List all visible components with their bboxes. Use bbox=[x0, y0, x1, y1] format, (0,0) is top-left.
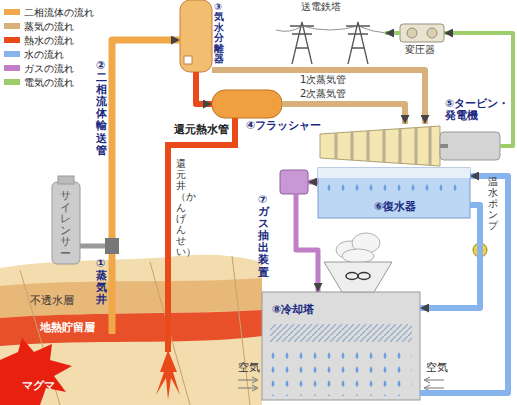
ground bbox=[0, 255, 262, 405]
legend-swatch bbox=[4, 51, 20, 57]
layer-label: 不透水層 bbox=[30, 295, 74, 308]
gas-extractor-label: ⑦ガス抽出装置 bbox=[280, 170, 308, 194]
legend-swatch bbox=[4, 79, 20, 85]
magma-label: マグマ bbox=[22, 380, 55, 393]
legend-entry: 水の流れ bbox=[4, 48, 96, 61]
condenser bbox=[318, 168, 470, 218]
well-pipe bbox=[109, 254, 116, 334]
well-label: 還元井（かんげんせい） bbox=[176, 158, 186, 257]
legend-text: 二相流体の流れ bbox=[24, 6, 94, 20]
pipe-connector bbox=[196, 72, 212, 104]
legend-text: 熱水の流れ bbox=[24, 34, 74, 48]
legend-swatch bbox=[4, 65, 20, 71]
pipe-label: 2次蒸気管 bbox=[300, 88, 346, 100]
legend-entry: 二相流体の流れ bbox=[4, 6, 96, 19]
pipe-connector bbox=[112, 40, 180, 238]
silencer bbox=[52, 176, 108, 264]
pipe-label: 還元熱水管 bbox=[174, 124, 229, 137]
pipe-connector bbox=[308, 180, 318, 185]
pipe-connector bbox=[420, 205, 480, 308]
air-label: 空気 bbox=[426, 362, 448, 375]
legend-entry: ガスの流れ bbox=[4, 62, 96, 75]
node-label: ④フラッシャー bbox=[246, 120, 321, 133]
flasher bbox=[212, 90, 282, 118]
node-label: 変圧器 bbox=[405, 44, 435, 56]
node-label: ⑥復水器 bbox=[374, 201, 416, 214]
pylons bbox=[276, 22, 386, 64]
pipe-label: 1次蒸気管 bbox=[300, 74, 346, 86]
separator bbox=[180, 0, 212, 72]
pylon-label: 送電鉄塔 bbox=[275, 14, 385, 64]
node-label: 送電鉄塔 bbox=[301, 1, 341, 13]
pipe-connector bbox=[296, 194, 318, 292]
legend-swatch bbox=[4, 23, 20, 29]
turbine-generator-label: ⑤タービン・発電機 bbox=[318, 124, 500, 166]
legend-swatch bbox=[4, 37, 20, 43]
pipe-connector bbox=[385, 31, 400, 35]
node-label: ⑦ガス抽出装置 bbox=[258, 194, 269, 279]
pipe-connector bbox=[420, 176, 508, 393]
pipe-label: ②二相流体輸送管 bbox=[96, 60, 107, 157]
magma bbox=[0, 338, 72, 405]
legend-entry: 電気の流れ bbox=[4, 76, 96, 89]
gas-extractor bbox=[280, 170, 308, 194]
layer-label: 地熱貯留層 bbox=[40, 322, 95, 335]
air-label: 空気 bbox=[238, 362, 260, 375]
legend-text: 蒸気の流れ bbox=[24, 20, 74, 34]
flasher-label: ④フラッシャー bbox=[212, 90, 282, 118]
separator-label: ③気水分離器 bbox=[180, 0, 212, 72]
steam-well: ①蒸気井 bbox=[105, 238, 119, 254]
well-valve bbox=[105, 238, 119, 254]
cooling-tower-label: ⑧冷却塔 bbox=[262, 292, 420, 400]
node-label: ③気水分離器 bbox=[214, 2, 224, 65]
node-label: ①蒸気井 bbox=[96, 258, 107, 306]
legend-text: 水の流れ bbox=[24, 48, 64, 62]
legend-entry: 熱水の流れ bbox=[4, 34, 96, 47]
legend-swatch bbox=[4, 9, 20, 15]
condenser-label: ⑥復水器 bbox=[318, 168, 470, 218]
pipe-connector bbox=[444, 33, 513, 146]
silencer-label: サイレンサー bbox=[60, 190, 71, 259]
pump-label: 温水ポンプ bbox=[488, 176, 498, 231]
transformer bbox=[400, 24, 444, 42]
legend-entry: 蒸気の流れ bbox=[4, 20, 96, 33]
turbine-generator bbox=[320, 126, 500, 166]
node-label: ⑤タービン・発電機 bbox=[445, 97, 509, 121]
legend-text: 電気の流れ bbox=[24, 76, 74, 90]
node-label: ⑧冷却塔 bbox=[272, 304, 314, 317]
reinjection-pipe bbox=[156, 118, 235, 400]
legend-text: ガスの流れ bbox=[24, 62, 74, 76]
pipe-connector bbox=[212, 70, 425, 124]
transformer-label: 変圧器 bbox=[400, 24, 444, 42]
